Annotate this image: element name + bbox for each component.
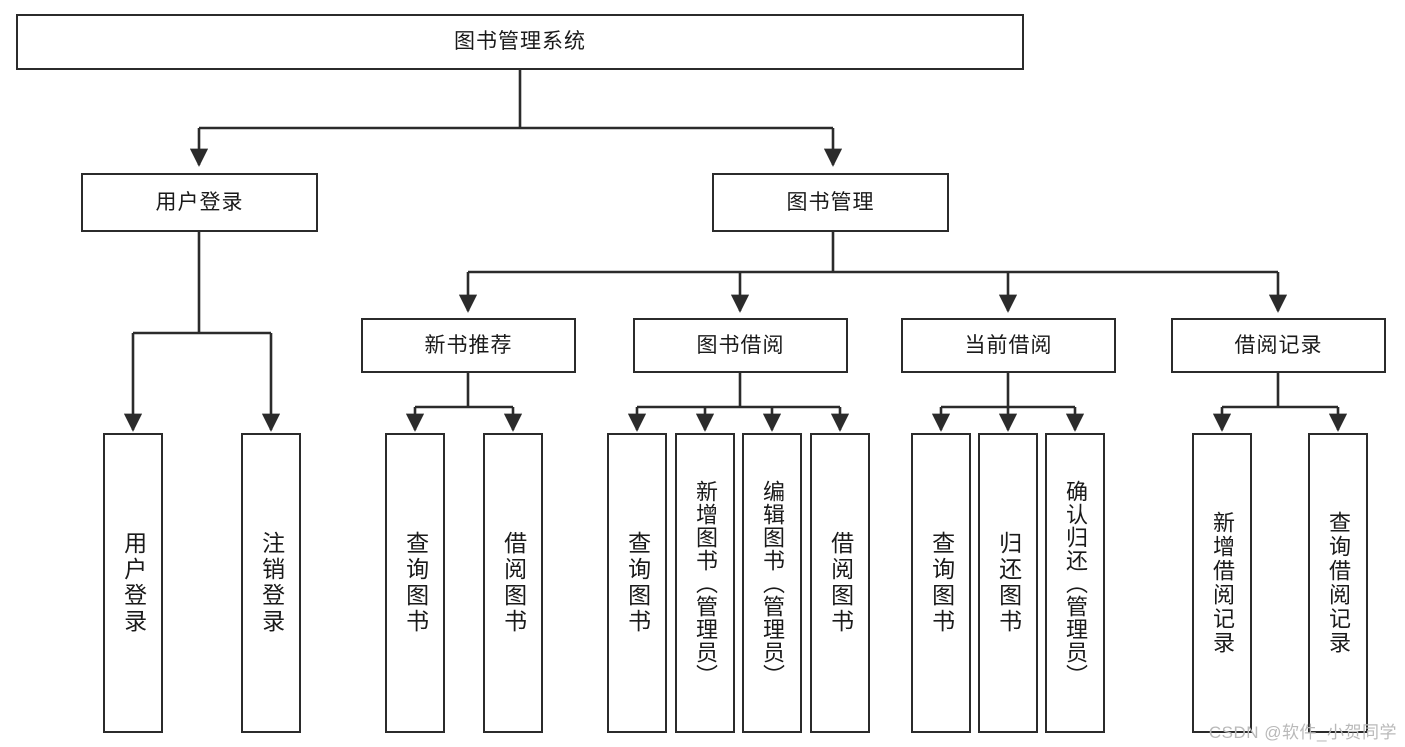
node-leaf-query-book-1-label: 查询图书 xyxy=(402,531,429,635)
node-leaf-return-book-label: 归还图书 xyxy=(995,531,1022,635)
node-book-manage[interactable]: 图书管理 xyxy=(712,173,949,232)
node-leaf-return-book[interactable]: 归还图书 xyxy=(978,433,1038,733)
node-leaf-add-record[interactable]: 新增借阅记录 xyxy=(1192,433,1252,733)
node-leaf-user-logout[interactable]: 注销登录 xyxy=(241,433,301,733)
node-current-borrow-label: 当前借阅 xyxy=(964,333,1053,357)
node-leaf-user-login[interactable]: 用户登录 xyxy=(103,433,163,733)
csdn-watermark: CSDN @软件_小贺同学 xyxy=(1208,723,1397,742)
node-book-manage-label: 图书管理 xyxy=(786,190,875,214)
node-root-label: 图书管理系统 xyxy=(454,30,586,54)
node-leaf-add-book-label: 新增图书（管理员） xyxy=(692,479,718,687)
node-user-login[interactable]: 用户登录 xyxy=(81,173,318,232)
node-leaf-borrow-book-2[interactable]: 借阅图书 xyxy=(810,433,870,733)
node-new-book-recommend-label: 新书推荐 xyxy=(424,333,513,357)
node-leaf-query-book-1[interactable]: 查询图书 xyxy=(385,433,445,733)
node-leaf-query-record-label: 查询借阅记录 xyxy=(1325,511,1351,655)
node-user-login-label: 用户登录 xyxy=(155,190,244,214)
node-leaf-borrow-book-1-label: 借阅图书 xyxy=(500,531,527,635)
node-root[interactable]: 图书管理系统 xyxy=(16,14,1024,70)
node-leaf-add-book[interactable]: 新增图书（管理员） xyxy=(675,433,735,733)
node-leaf-user-logout-label: 注销登录 xyxy=(258,531,285,635)
node-borrow-record[interactable]: 借阅记录 xyxy=(1171,318,1386,373)
node-leaf-borrow-book-2-label: 借阅图书 xyxy=(827,531,854,635)
node-new-book-recommend[interactable]: 新书推荐 xyxy=(361,318,576,373)
node-leaf-edit-book[interactable]: 编辑图书（管理员） xyxy=(742,433,802,733)
node-current-borrow[interactable]: 当前借阅 xyxy=(901,318,1116,373)
node-leaf-edit-book-label: 编辑图书（管理员） xyxy=(759,479,785,687)
node-leaf-confirm-return[interactable]: 确认归还（管理员） xyxy=(1045,433,1105,733)
node-leaf-query-book-3-label: 查询图书 xyxy=(928,531,955,635)
node-leaf-query-book-3[interactable]: 查询图书 xyxy=(911,433,971,733)
node-book-borrow-label: 图书借阅 xyxy=(696,333,785,357)
node-leaf-user-login-label: 用户登录 xyxy=(120,531,147,635)
node-leaf-add-record-label: 新增借阅记录 xyxy=(1209,511,1235,655)
node-leaf-confirm-return-label: 确认归还（管理员） xyxy=(1062,479,1088,687)
node-leaf-query-book-2-label: 查询图书 xyxy=(624,531,651,635)
node-book-borrow[interactable]: 图书借阅 xyxy=(633,318,848,373)
node-leaf-query-book-2[interactable]: 查询图书 xyxy=(607,433,667,733)
node-leaf-query-record[interactable]: 查询借阅记录 xyxy=(1308,433,1368,733)
node-borrow-record-label: 借阅记录 xyxy=(1234,333,1323,357)
node-leaf-borrow-book-1[interactable]: 借阅图书 xyxy=(483,433,543,733)
